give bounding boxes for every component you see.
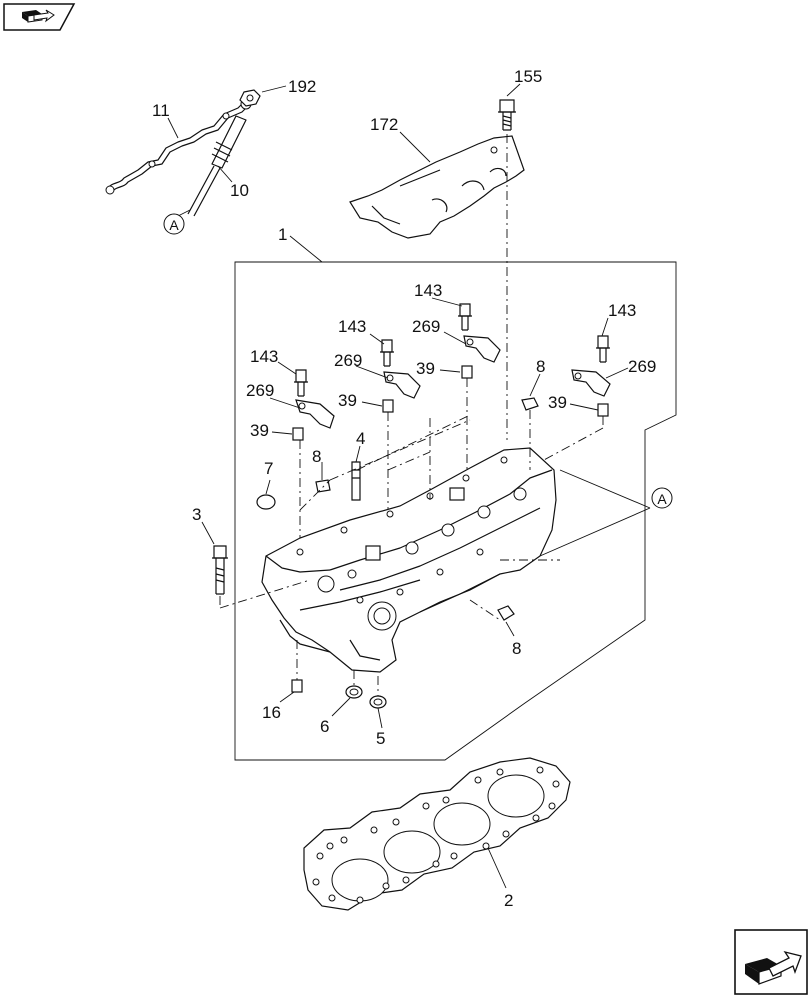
callout-8-lower: 8 xyxy=(512,639,521,658)
bolt-143-c xyxy=(458,303,472,331)
cam-cap-269-a xyxy=(295,399,335,429)
head-cover xyxy=(349,135,525,239)
seal-6 xyxy=(345,685,363,699)
callout-143-c: 143 xyxy=(414,281,442,300)
callout-1: 1 xyxy=(278,225,287,244)
callout-39-b: 39 xyxy=(338,391,357,410)
bolt-143-b xyxy=(380,339,394,367)
callout-269-b: 269 xyxy=(334,351,362,370)
glow-plug-harness xyxy=(105,98,252,195)
bolt-143-d xyxy=(596,335,610,363)
callout-269-d: 269 xyxy=(628,357,656,376)
head-gasket xyxy=(303,757,571,911)
stud-4 xyxy=(351,461,361,501)
plug-8-upper xyxy=(521,397,539,411)
book-arrow-icon[interactable] xyxy=(2,2,78,32)
reference-a-label: A xyxy=(169,217,179,233)
dowel-39-a xyxy=(292,427,304,441)
cam-cap-269-d xyxy=(571,369,611,397)
bolt-143-a xyxy=(294,369,308,397)
callout-143-d: 143 xyxy=(608,301,636,320)
callout-39-a: 39 xyxy=(250,421,269,440)
callout-16: 16 xyxy=(262,703,281,722)
reference-a-right: A xyxy=(651,487,673,509)
dowel-39-d xyxy=(597,403,609,417)
callout-172: 172 xyxy=(370,115,398,134)
callout-39-d: 39 xyxy=(548,393,567,412)
callout-2: 2 xyxy=(504,891,513,910)
cam-cap-269-b xyxy=(383,371,421,399)
callout-3: 3 xyxy=(192,505,201,524)
reference-a-label: A xyxy=(657,491,667,507)
dowel-39-b xyxy=(382,399,394,413)
bolt-3 xyxy=(212,545,228,595)
glow-plug-nut xyxy=(239,89,261,107)
callout-155: 155 xyxy=(514,67,542,86)
callout-192: 192 xyxy=(288,77,316,96)
callout-39-c: 39 xyxy=(416,359,435,378)
dowel-16 xyxy=(291,679,303,693)
cylinder-head xyxy=(261,447,557,673)
callout-4: 4 xyxy=(356,429,365,448)
bolt-155 xyxy=(498,99,516,131)
callout-143-a: 143 xyxy=(250,347,278,366)
next-page-icon[interactable] xyxy=(733,928,809,996)
plug-8-lower xyxy=(497,605,515,621)
callout-5: 5 xyxy=(376,729,385,748)
dowel-39-c xyxy=(461,365,473,379)
callout-8-upper: 8 xyxy=(536,357,545,376)
callout-11: 11 xyxy=(152,101,170,120)
cam-cap-269-c xyxy=(463,335,501,363)
assembly-group-border xyxy=(234,261,677,761)
plug-7 xyxy=(256,494,276,510)
callout-6: 6 xyxy=(320,717,329,736)
callout-10: 10 xyxy=(230,181,249,200)
callout-7: 7 xyxy=(264,459,273,478)
plug-8-left xyxy=(315,479,331,493)
callout-269-c: 269 xyxy=(412,317,440,336)
reference-a-top: A xyxy=(163,213,185,235)
callout-269-a: 269 xyxy=(246,381,274,400)
callout-8-left: 8 xyxy=(312,447,321,466)
seal-5 xyxy=(369,695,387,709)
glow-plug xyxy=(187,115,247,217)
callout-143-b: 143 xyxy=(338,317,366,336)
